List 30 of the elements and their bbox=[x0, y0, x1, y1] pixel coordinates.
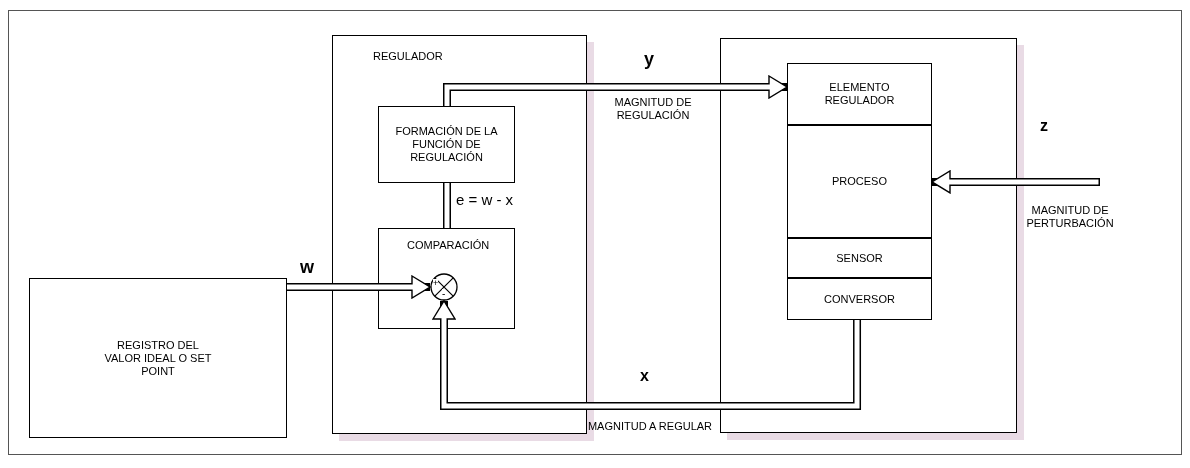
hollow-arrow bbox=[432, 300, 862, 410]
block-box bbox=[787, 238, 932, 278]
node-label: ELEMENTO REGULADOR bbox=[823, 81, 896, 107]
summing-junction bbox=[430, 273, 458, 301]
block-box bbox=[787, 63, 932, 125]
node-label: FORMACIÓN DE LA FUNCIÓN DE REGULACIÓN bbox=[394, 125, 499, 164]
edge-label: y bbox=[644, 50, 654, 68]
node-label: CONVERSOR bbox=[824, 292, 895, 306]
signal-label: MAGNITUD DE REGULACIÓN bbox=[613, 96, 693, 122]
edge-label: e = w - x bbox=[456, 192, 514, 207]
block-box bbox=[29, 278, 287, 438]
block-box bbox=[378, 106, 515, 183]
node-label: SENSOR bbox=[836, 251, 883, 265]
hollow-arrow bbox=[931, 170, 1100, 194]
plus-sign: + bbox=[433, 279, 439, 288]
block-heading: COMPARACIÓN bbox=[407, 238, 490, 253]
edge-label: x bbox=[640, 368, 649, 384]
node-label: PROCESO bbox=[832, 175, 887, 188]
minus-sign: - bbox=[442, 289, 446, 298]
block-box bbox=[787, 125, 932, 238]
node-label: REGISTRO DEL VALOR IDEAL O SET POINT bbox=[103, 338, 213, 378]
signal-label: MAGNITUD DE PERTURBACIÓN bbox=[1025, 204, 1115, 230]
signal-label: MAGNITUD A REGULAR bbox=[586, 420, 714, 433]
comparator-box bbox=[378, 228, 515, 329]
edge-label: w bbox=[300, 258, 314, 276]
block-heading: REGULADOR bbox=[373, 49, 443, 64]
hollow-arrow bbox=[443, 75, 788, 106]
edge-label: z bbox=[1040, 118, 1048, 134]
hollow-arrow bbox=[287, 275, 431, 299]
block-box bbox=[787, 278, 932, 320]
